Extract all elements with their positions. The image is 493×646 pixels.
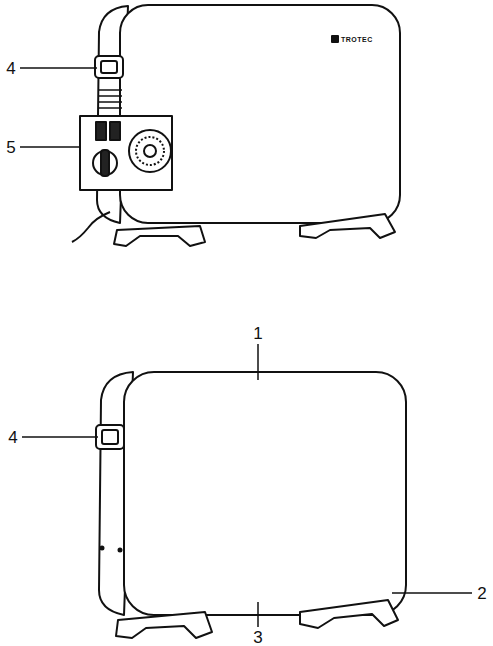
control-panel <box>80 116 172 190</box>
heater-front <box>124 372 406 615</box>
callout-number: 2 <box>477 585 486 602</box>
foot <box>300 214 395 238</box>
callout-number: 3 <box>253 629 262 646</box>
foot <box>116 612 212 638</box>
callout-number: 4 <box>6 60 15 77</box>
callout-number: 4 <box>8 429 17 446</box>
foot <box>300 600 398 628</box>
vent-grille <box>99 90 122 108</box>
handle <box>95 56 123 78</box>
power-cord <box>72 212 110 242</box>
callout-number: 1 <box>253 325 262 342</box>
foot <box>114 226 205 246</box>
leader-lines <box>20 68 472 627</box>
handle <box>96 425 124 449</box>
timer-dial <box>129 130 171 172</box>
brand-logo: TROTEC <box>341 36 373 43</box>
callout-number: 5 <box>6 139 15 156</box>
